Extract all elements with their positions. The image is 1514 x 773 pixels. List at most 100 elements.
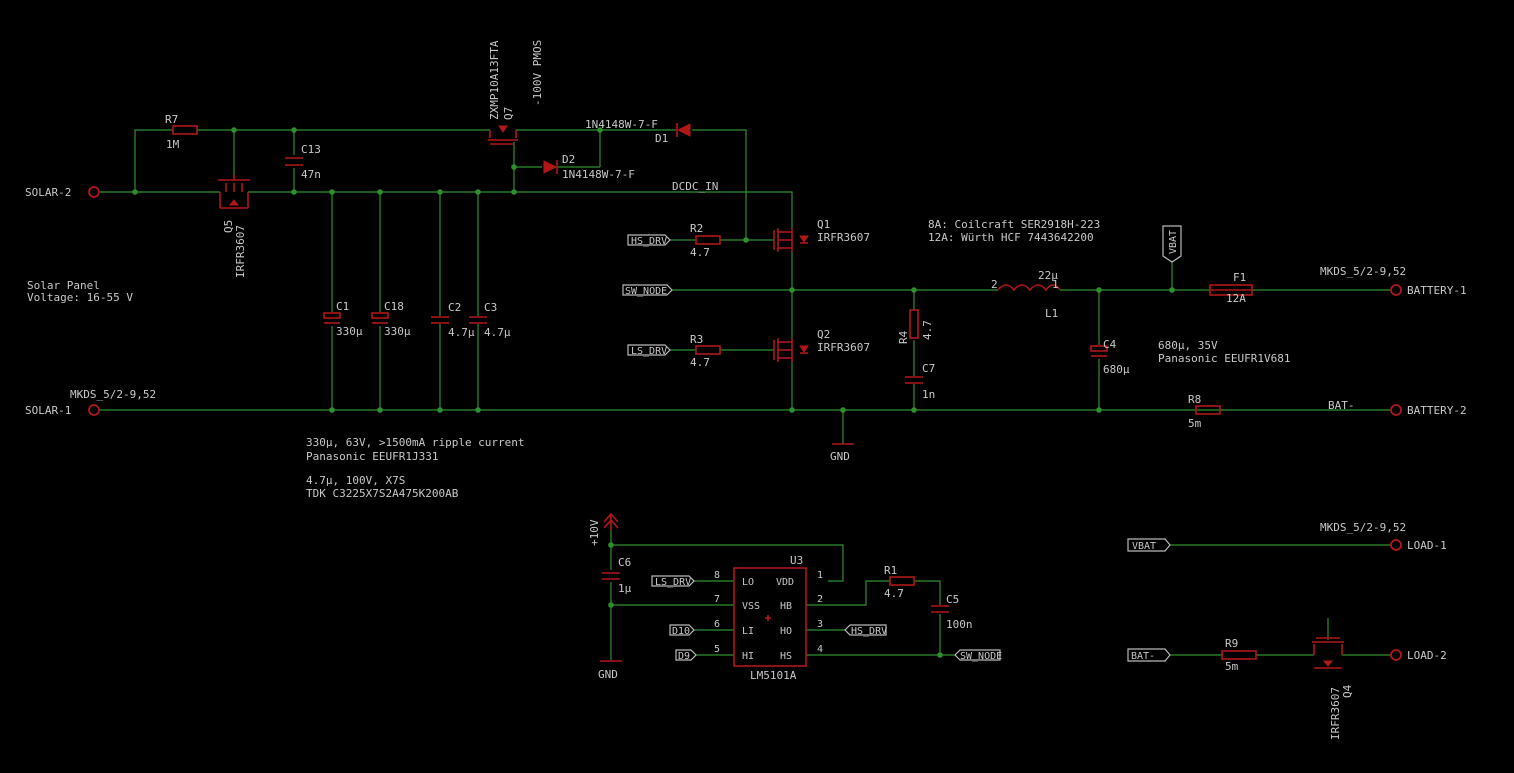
l1-value: 22µ (1038, 269, 1058, 282)
q7-name: Q7 (502, 107, 515, 120)
battery2-label: BATTERY-2 (1407, 404, 1467, 417)
l1-name: L1 (1045, 307, 1058, 320)
r2-value: 4.7 (690, 246, 710, 259)
resistor-r1: R1 4.7 (884, 564, 915, 600)
net-tag-sw-node-2: SW_NODE (954, 649, 1002, 662)
l1-pin2: 2 (991, 278, 998, 291)
mosfet-q5: Q5 IRFR3607 (218, 175, 250, 278)
net-tag-d10: D10 (669, 624, 695, 637)
r4-name: R4 (897, 330, 910, 344)
c2-value: 4.7µ (448, 326, 475, 339)
svg-text:VBAT: VBAT (1132, 541, 1156, 552)
junctions (132, 127, 1175, 658)
battery1-label: BATTERY-1 (1407, 284, 1467, 297)
mkds-solar-label: MKDS_5/2-9,52 (70, 388, 156, 401)
u3-name: U3 (790, 554, 803, 567)
svg-text:D10: D10 (672, 626, 690, 637)
net-tag-ls-drv-1: LS_DRV (627, 344, 671, 357)
svg-text:SW_NODE: SW_NODE (960, 651, 1002, 662)
c7-name: C7 (922, 362, 935, 375)
note-c4-1: 680µ, 35V (1158, 339, 1218, 352)
svg-text:6: 6 (714, 619, 720, 630)
capacitor-c1: C1 330µ (323, 300, 363, 338)
note-solar-voltage: Voltage: 16-55 V (27, 291, 133, 304)
c5-value: 100n (946, 618, 973, 631)
c18-value: 330µ (384, 325, 411, 338)
r9-name: R9 (1225, 637, 1238, 650)
c1-name: C1 (336, 300, 349, 313)
svg-text:HS_DRV: HS_DRV (631, 236, 667, 247)
q4-name: Q4 (1341, 684, 1354, 698)
note-cap-3: 4.7µ, 100V, X7S (306, 474, 405, 487)
net-tag-ls-drv-2: LS_DRV (651, 575, 695, 588)
net-tag-vbat-1: VBAT (1162, 225, 1182, 263)
r7-value: 1M (166, 138, 180, 151)
c4-value: 680µ (1103, 363, 1130, 376)
d1-value: 1N4148W-7-F (585, 118, 658, 131)
c18-name: C18 (384, 300, 404, 313)
r7-name: R7 (165, 113, 178, 126)
net-tag-bat-minus: BAT- (1127, 648, 1171, 662)
d2-name: D2 (562, 153, 575, 166)
svg-text:LS_DRV: LS_DRV (631, 346, 667, 357)
net-tag-hs-drv-2: HS_DRV (844, 624, 887, 637)
resistor-r3: R3 4.7 (690, 333, 721, 369)
svg-text:4: 4 (817, 644, 823, 655)
svg-text:BAT-: BAT- (1131, 651, 1155, 662)
mosfet-q2: Q2 IRFR3607 (773, 328, 870, 362)
r8-name: R8 (1188, 393, 1201, 406)
note-ind-1: 8A: Coilcraft SER2918H-223 (928, 218, 1100, 231)
capacitor-c18: C18 330µ (371, 300, 411, 338)
solar1-label: SOLAR-1 (25, 404, 71, 417)
resistor-r9: R9 5m (1221, 637, 1257, 673)
mosfet-q1: Q1 IRFR3607 (773, 218, 870, 252)
svg-text:LO: LO (742, 577, 754, 588)
note-cap-2: Panasonic EEUFR1J331 (306, 450, 438, 463)
c2-name: C2 (448, 301, 461, 314)
plus10v-label: +10V (588, 519, 601, 546)
note-cap-4: TDK C3225X7S2A475K200AB (306, 487, 459, 500)
q1-name: Q1 (817, 218, 830, 231)
d2-value: 1N4148W-7-F (562, 168, 635, 181)
svg-text:2: 2 (817, 594, 823, 605)
note-q7-pmos: -100V PMOS (531, 40, 544, 106)
q2-name: Q2 (817, 328, 830, 341)
c6-value: 1µ (618, 582, 632, 595)
mkds-load-label: MKDS_5/2-9,52 (1320, 521, 1406, 534)
f1-name: F1 (1233, 271, 1246, 284)
svg-text:HB: HB (780, 601, 792, 612)
note-solar-panel: Solar Panel (27, 279, 100, 292)
r1-name: R1 (884, 564, 897, 577)
r9-value: 5m (1225, 660, 1239, 673)
gnd-symbol-driver: GND (598, 660, 622, 681)
c13-name: C13 (301, 143, 321, 156)
capacitor-c2: C2 4.7µ (431, 301, 475, 339)
r3-name: R3 (690, 333, 703, 346)
capacitor-c3: C3 4.7µ (469, 301, 511, 339)
capacitor-c5: C5 100n (931, 593, 973, 631)
svg-text:HI: HI (742, 651, 754, 662)
net-tag-d9: D9 (675, 649, 697, 662)
resistor-r7: R7 1M (165, 113, 198, 151)
r1-value: 4.7 (884, 587, 904, 600)
net-tag-hs-drv-1: HS_DRV (627, 234, 671, 247)
gnd-symbol-main: GND (830, 443, 854, 463)
connector-solar2: SOLAR-2 (25, 186, 100, 199)
q2-value: IRFR3607 (817, 341, 870, 354)
svg-text:HS_DRV: HS_DRV (851, 626, 887, 637)
mosfet-q4: IRFR3607 Q4 (1312, 637, 1354, 740)
load2-label: LOAD-2 (1407, 649, 1447, 662)
mosfet-q7: Q7 ZXMP10A13FTA (488, 40, 518, 145)
svg-text:7: 7 (714, 594, 720, 605)
q5-value: IRFR3607 (234, 225, 247, 278)
fuse-f1: F1 12A (1209, 271, 1253, 305)
connector-load1: LOAD-1 MKDS_5/2-9,52 (1320, 521, 1447, 552)
svg-text:VDD: VDD (776, 577, 794, 588)
resistor-r2: R2 4.7 (690, 222, 721, 259)
gnd-label-main: GND (830, 450, 850, 463)
capacitor-c4: C4 680µ (1090, 338, 1130, 376)
q1-value: IRFR3607 (817, 231, 870, 244)
svg-text:5: 5 (714, 644, 720, 655)
c4-name: C4 (1103, 338, 1117, 351)
